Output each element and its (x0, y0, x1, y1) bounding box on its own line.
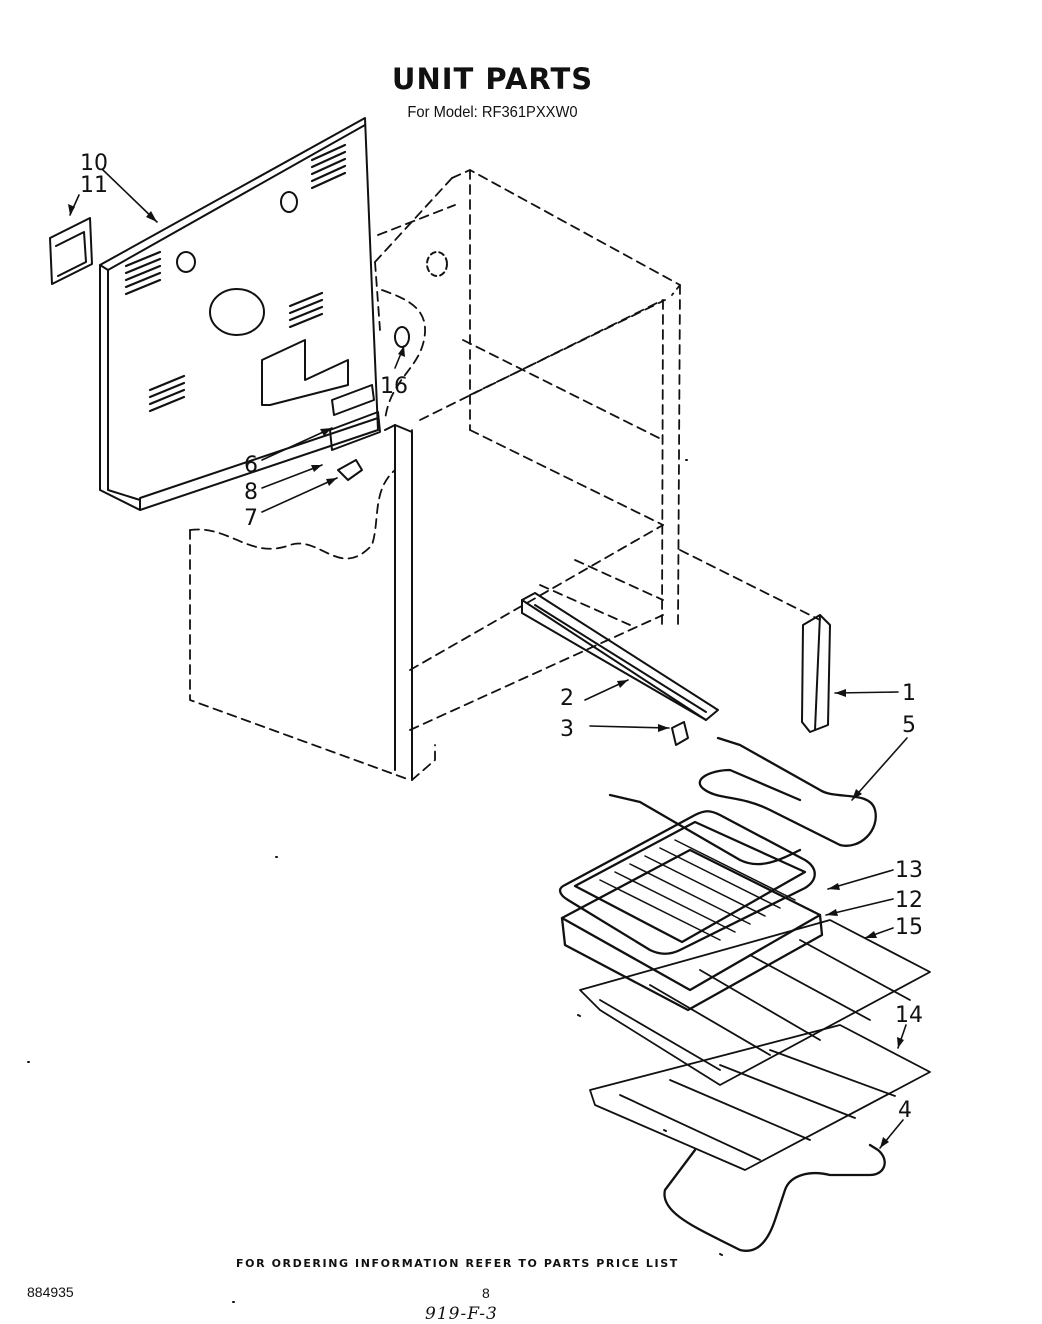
callout-7: 7 (244, 506, 258, 531)
callout-3: 3 (560, 717, 574, 742)
callout-6: 6 (244, 453, 258, 478)
cover-plate (49, 217, 93, 285)
ordering-note: FOR ORDERING INFORMATION REFER TO PARTS … (236, 1257, 679, 1270)
page-title: UNIT PARTS (391, 62, 594, 96)
bracket (671, 721, 689, 746)
cabinet-outline (189, 169, 821, 781)
page-number: 8 (482, 1285, 490, 1301)
terminal-block-parts (329, 326, 410, 481)
model-subtitle: For Model: RF361PXXW0 (407, 104, 578, 121)
callout-4: 4 (898, 1098, 912, 1123)
front-frame (384, 424, 413, 781)
callout-11: 11 (80, 173, 108, 198)
rear-panel (99, 117, 448, 511)
handwritten-reference: 919-F-3 (425, 1304, 498, 1324)
callout-16: 16 (380, 374, 408, 399)
document-number: 884935 (27, 1284, 74, 1300)
leader-lines (68, 169, 908, 1149)
callout-15: 15 (895, 915, 923, 940)
broiler-pan-assembly (558, 810, 824, 1012)
callout-5: 5 (902, 713, 916, 738)
oven-rack-lower (589, 1024, 931, 1171)
side-trim (801, 614, 831, 733)
callout-10: 10 (80, 151, 108, 176)
oven-rack-upper (579, 919, 931, 1086)
callout-1: 1 (902, 681, 916, 706)
callout-8: 8 (244, 480, 258, 505)
callout-14: 14 (895, 1003, 923, 1028)
scan-specks (27, 459, 723, 1303)
callout-13: 13 (895, 858, 923, 883)
callout-12: 12 (895, 888, 923, 913)
callout-2: 2 (560, 686, 574, 711)
bottom-rail (521, 592, 719, 721)
broil-element (663, 1143, 886, 1252)
